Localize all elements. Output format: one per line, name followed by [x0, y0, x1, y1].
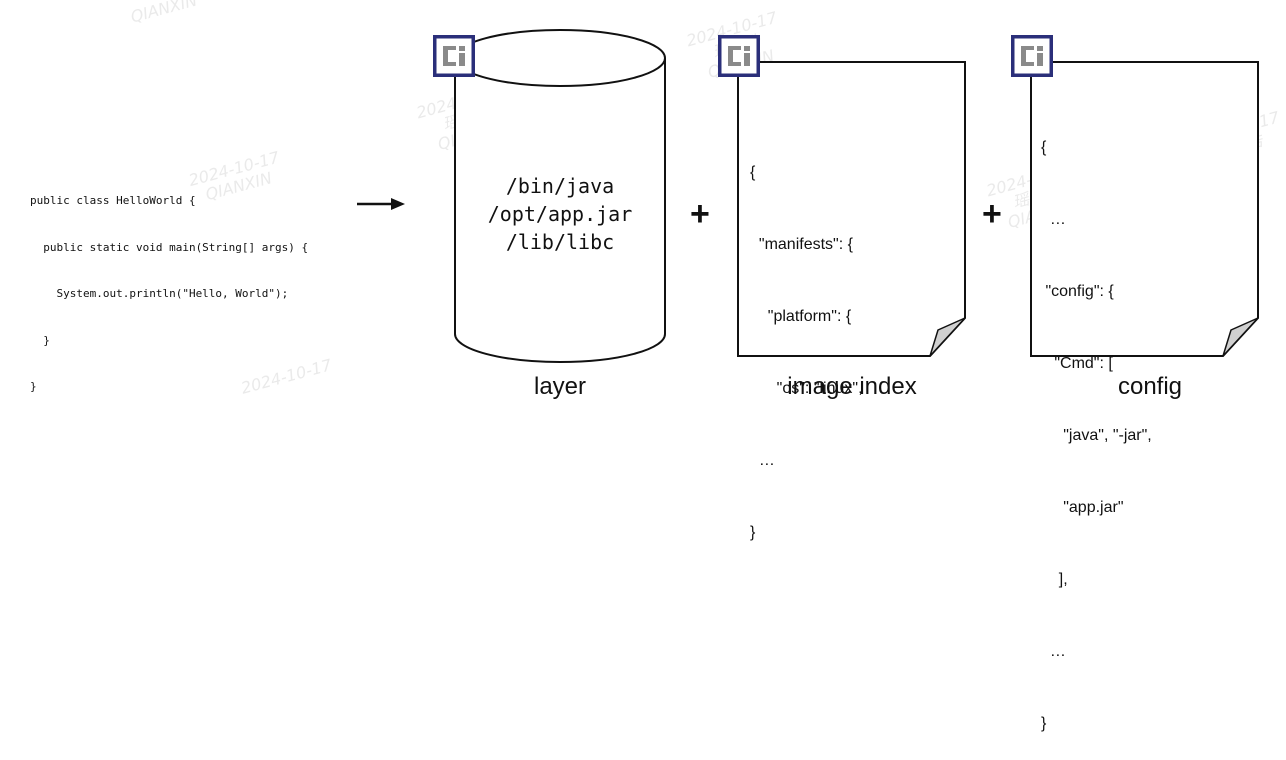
layer-path: /opt/app.jar — [487, 202, 633, 226]
json-line: ], — [1041, 571, 1068, 588]
config-fold — [1222, 317, 1259, 357]
json-line: "config": { — [1041, 283, 1114, 300]
json-line: … — [1041, 211, 1066, 228]
config-json: { … "config": { "Cmd": [ "java", "-jar",… — [1041, 88, 1152, 760]
config-caption: config — [1117, 373, 1183, 400]
json-line: } — [750, 524, 756, 541]
code-line: } — [30, 333, 50, 347]
json-line: "app.jar" — [1041, 499, 1124, 516]
json-line: { — [750, 164, 756, 181]
code-line: public class HelloWorld { — [30, 194, 196, 207]
image-index-json: { "manifests": { "platform": { "os": "li… — [750, 113, 863, 569]
image-index-fold — [929, 317, 966, 357]
json-line: "platform": { — [750, 308, 852, 325]
config-document — [1030, 61, 1259, 357]
java-code-snippet: public class HelloWorld { public static … — [30, 162, 308, 410]
ci-logo-icon — [433, 35, 475, 77]
code-line: } — [30, 380, 37, 393]
layer-paths: /bin/java /opt/app.jar /lib/libc — [455, 172, 665, 256]
right-arrow-icon — [357, 198, 405, 210]
layer-path: /bin/java — [505, 174, 615, 198]
layer-path: /lib/libc — [505, 230, 615, 254]
plus-symbol: + — [690, 195, 710, 233]
json-line: } — [1041, 715, 1047, 732]
ci-logo-icon — [1011, 35, 1053, 77]
json-line: "manifests": { — [750, 236, 853, 253]
code-line: System.out.println("Hello, World"); — [30, 287, 289, 300]
layer-caption: layer — [533, 373, 587, 400]
json-line: "Cmd": [ — [1041, 355, 1113, 372]
json-line: … — [750, 452, 775, 469]
image-index-document — [737, 61, 966, 357]
json-line: { — [1041, 139, 1047, 156]
layer-cylinder — [454, 29, 666, 363]
ci-logo-icon — [718, 35, 760, 77]
diagram-shapes — [454, 29, 1259, 363]
code-line: public static void main(String[] args) { — [30, 240, 309, 254]
plus-symbol: + — [982, 195, 1002, 233]
image-index-caption: image index — [787, 373, 917, 400]
json-line: "java", "-jar", — [1041, 427, 1152, 444]
json-line: "os": "linux", — [750, 380, 863, 397]
json-line: … — [1041, 643, 1066, 660]
